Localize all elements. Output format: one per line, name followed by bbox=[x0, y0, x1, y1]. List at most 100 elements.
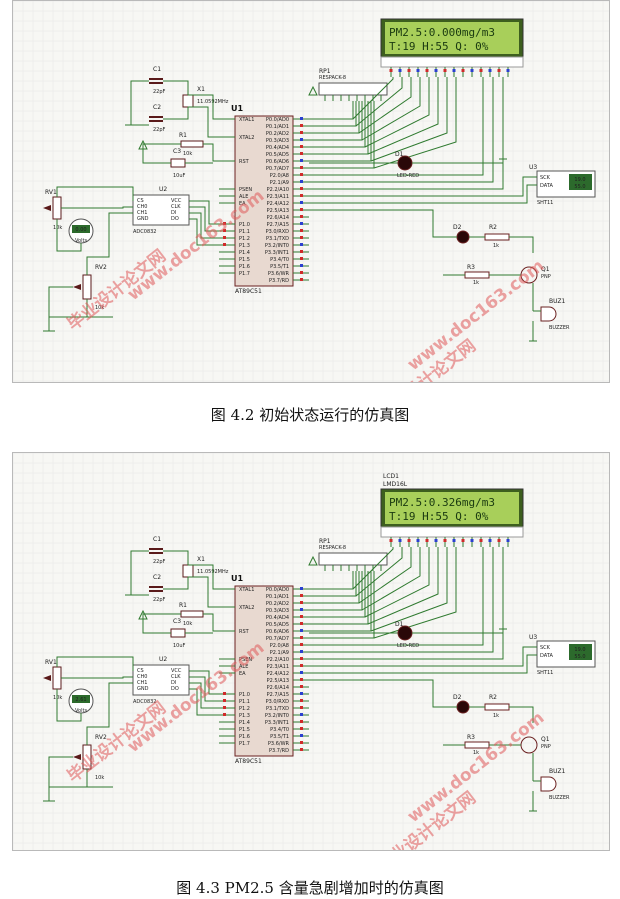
rv2-body bbox=[82, 274, 92, 300]
c2-ref: C2 bbox=[153, 574, 161, 581]
adc-pin: VCC bbox=[171, 668, 182, 674]
r1-body bbox=[180, 610, 204, 618]
mcu-pin-left: P1.6 bbox=[239, 264, 250, 270]
adc-pin: CH1 bbox=[137, 210, 147, 216]
pin-state-marker bbox=[434, 539, 438, 542]
pin-state-marker bbox=[407, 539, 411, 542]
sht-pin-data: DATA bbox=[540, 653, 553, 659]
pin-state-marker bbox=[300, 159, 303, 162]
r2-body bbox=[484, 703, 510, 711]
mcu-pin-right: P3.3/INT1 bbox=[265, 720, 289, 726]
q1-ref: Q1 bbox=[541, 266, 550, 273]
wire bbox=[309, 571, 360, 604]
pin-state-marker bbox=[300, 671, 303, 674]
mcu-pin-left: EA bbox=[239, 671, 246, 677]
pin-state-marker bbox=[300, 131, 303, 134]
wire bbox=[163, 80, 189, 95]
buz-ref: BUZ1 bbox=[549, 298, 566, 305]
mcu-pin-left: P1.2 bbox=[239, 706, 250, 712]
mcu-pin-left: P1.3 bbox=[239, 243, 250, 249]
wire bbox=[189, 688, 219, 716]
lcd-model: LMD16L bbox=[383, 481, 408, 488]
x1-ref: X1 bbox=[197, 556, 205, 563]
schematic-canvas-1: PM2.5:0.000mg/m3T:19 H:55 Q: 0%RP1RESPAC… bbox=[13, 1, 609, 382]
mcu-pin-right: P3.7/RD bbox=[269, 278, 289, 284]
pin-state-marker bbox=[300, 657, 303, 660]
lcd-line-2: T:19 H:55 Q: 0% bbox=[389, 510, 489, 523]
wire bbox=[309, 547, 504, 660]
pin-state-marker bbox=[300, 741, 303, 744]
mcu-pin-right: P0.5/AD5 bbox=[266, 622, 289, 628]
pin-state-marker bbox=[497, 69, 501, 72]
rv2-wiper bbox=[73, 754, 81, 760]
mcu-pin-right: P2.5/A13 bbox=[267, 208, 289, 214]
crystal-body bbox=[182, 94, 194, 108]
mcu-pin-right: P2.0/A8 bbox=[270, 173, 289, 179]
pin-state-marker bbox=[300, 692, 303, 695]
adc-pin: CH1 bbox=[137, 680, 147, 686]
mcu-pin-left: P1.6 bbox=[239, 734, 250, 740]
pin-state-marker bbox=[300, 201, 303, 204]
mcu-pin-left: XTAL1 bbox=[239, 117, 254, 123]
mcu-pin-left: P1.4 bbox=[239, 720, 250, 726]
pin-state-marker bbox=[300, 257, 303, 260]
pin-state-marker bbox=[407, 69, 411, 72]
wire bbox=[309, 679, 457, 708]
mcu-pin-right: P3.0/RXD bbox=[266, 699, 290, 705]
watermark-text: www.doc163.com bbox=[404, 708, 549, 827]
voltmeter-display bbox=[72, 695, 90, 703]
pin-state-marker bbox=[470, 539, 474, 542]
mcu-pin-right: P0.5/AD5 bbox=[266, 152, 289, 158]
led-d1-body bbox=[397, 625, 413, 641]
rv2-ref: RV2 bbox=[95, 734, 107, 741]
pin-state-marker bbox=[300, 138, 303, 141]
pin-state-marker bbox=[300, 643, 303, 646]
pin-state-marker bbox=[223, 706, 226, 709]
wire bbox=[56, 656, 134, 671]
adc-pin: DI bbox=[171, 680, 176, 686]
mcu-pin-right: P2.7/A15 bbox=[267, 222, 289, 228]
adc-pin: GND bbox=[137, 686, 149, 692]
mcu-pin-right: P3.1/TXD bbox=[266, 236, 289, 242]
rp-model: RESPACK-8 bbox=[319, 75, 346, 81]
pin-state-marker bbox=[506, 69, 510, 72]
mcu-pin-right: P2.4/A12 bbox=[267, 671, 289, 677]
mcu-pin-left: XTAL1 bbox=[239, 587, 254, 593]
mcu-pin-right: P0.7/AD7 bbox=[266, 636, 289, 642]
adc-pin: CH0 bbox=[137, 204, 147, 210]
pin-state-marker bbox=[223, 222, 226, 225]
q1-model: PNP bbox=[541, 744, 551, 750]
q1-model: PNP bbox=[541, 274, 551, 280]
rv2-value: 10k bbox=[95, 775, 104, 781]
rv1-wiper bbox=[43, 675, 51, 681]
pin-state-marker bbox=[443, 539, 447, 542]
rv2-value: 10k bbox=[95, 305, 104, 311]
pin-state-marker bbox=[434, 69, 438, 72]
lcd-module: PM2.5:0.000mg/m3T:19 H:55 Q: 0% bbox=[380, 18, 524, 77]
pin-state-marker bbox=[300, 650, 303, 653]
mcu-pin-right: P2.0/A8 bbox=[270, 643, 289, 649]
mcu-pin-right: P0.0/AD0 bbox=[266, 117, 289, 123]
mcu-pin-right: P2.2/A10 bbox=[267, 187, 289, 193]
lcd-pin-header bbox=[380, 56, 524, 68]
adc-pin: CS bbox=[137, 198, 144, 204]
wire bbox=[56, 219, 82, 252]
r2-value: 1k bbox=[493, 713, 499, 719]
r2-ref: R2 bbox=[489, 224, 497, 231]
d1-ref: D1 bbox=[395, 621, 404, 628]
mcu-pin-left: P1.1 bbox=[239, 229, 250, 235]
mcu-pin-right: P2.4/A12 bbox=[267, 201, 289, 207]
r2-body bbox=[484, 233, 510, 241]
pin-state-marker bbox=[425, 539, 429, 542]
pin-state-marker bbox=[223, 229, 226, 232]
sht-ref: U3 bbox=[529, 164, 537, 171]
lcd-line-1: PM2.5:0.326mg/m3 bbox=[389, 496, 495, 509]
pin-state-marker bbox=[300, 236, 303, 239]
pin-state-marker bbox=[300, 720, 303, 723]
wire bbox=[309, 77, 484, 176]
wire bbox=[364, 77, 430, 148]
pin-state-marker bbox=[300, 152, 303, 155]
pin-state-marker bbox=[389, 69, 393, 72]
